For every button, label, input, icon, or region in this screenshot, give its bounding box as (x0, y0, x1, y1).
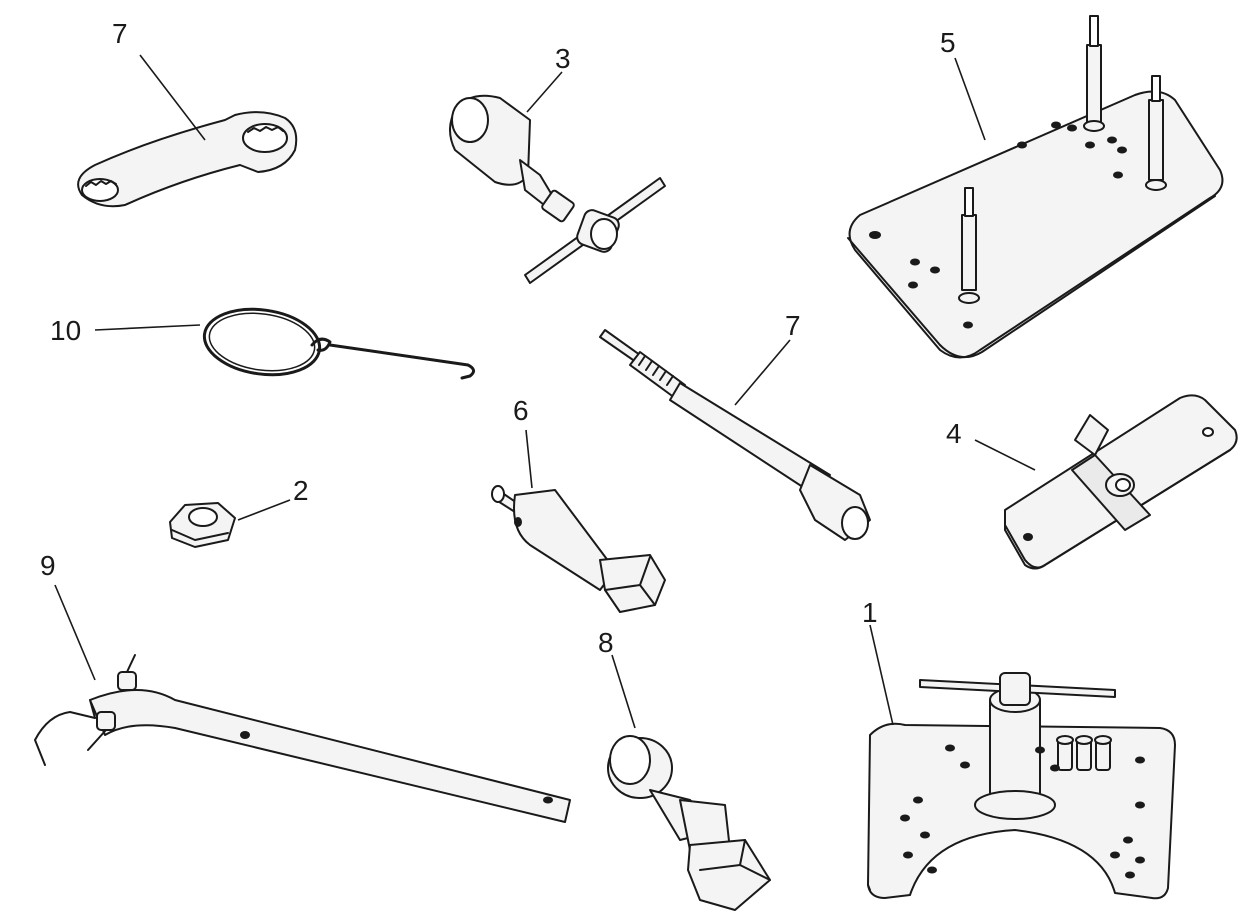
leader-10 (94, 324, 201, 331)
callout-6: 6 (513, 395, 529, 426)
leader-5 (954, 57, 986, 141)
leader-4 (974, 439, 1036, 471)
holding-bar (34, 654, 571, 823)
leader-7a (139, 54, 206, 141)
plate-pins (958, 15, 1167, 304)
callout-9: 9 (40, 550, 56, 581)
drift-bolt (607, 735, 771, 911)
callout-7b: 7 (785, 310, 801, 341)
bearing-plate (1004, 394, 1238, 570)
callout-10: 10 (50, 315, 81, 346)
tbar-puller (449, 94, 666, 284)
callout-4: 4 (946, 418, 962, 449)
callout-1: 1 (862, 597, 878, 628)
callout-2: 2 (293, 475, 309, 506)
leader-8 (611, 654, 636, 729)
leader-6 (525, 429, 533, 489)
press-plate (867, 672, 1176, 900)
leader-9 (54, 584, 96, 681)
callout-3: 3 (555, 43, 571, 74)
threaded-rod (599, 329, 871, 541)
ring-wrench (77, 111, 298, 208)
plate-holes (869, 121, 1127, 329)
leader-7b (734, 339, 791, 406)
leader-1 (869, 624, 894, 726)
bolt-pin (491, 485, 666, 613)
leader-2 (237, 499, 291, 521)
callout-5: 5 (940, 27, 956, 58)
nut (169, 502, 236, 548)
press-screws (1056, 735, 1112, 771)
wire-ring-hook (202, 307, 475, 380)
pin-plate (847, 15, 1224, 359)
callout-8: 8 (598, 627, 614, 658)
callout-7a: 7 (112, 18, 128, 49)
leader-3 (526, 71, 563, 113)
press-holes (900, 744, 1145, 879)
